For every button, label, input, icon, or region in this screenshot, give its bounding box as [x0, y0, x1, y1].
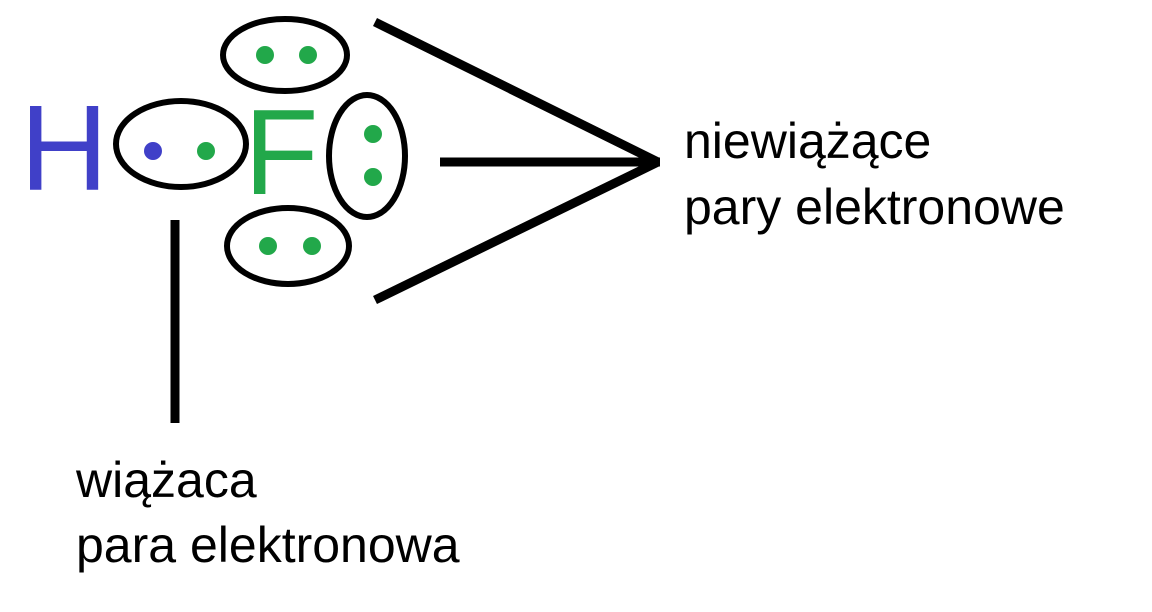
hydrogen-electron	[144, 142, 162, 160]
fluorine-symbol: F	[244, 84, 319, 220]
lone-pair-top-electron	[299, 46, 317, 64]
lone-pair-bottom-electron	[303, 237, 321, 255]
lone-pair-right-electron	[364, 168, 382, 186]
nonbonding-pointer-top	[373, 17, 660, 167]
bonding-label-line2: para elektronowa	[76, 517, 460, 573]
lone-pair-bottom-ellipse	[224, 205, 352, 287]
lone-pair-right-electron	[364, 125, 382, 143]
lone-pair-top-ellipse	[220, 16, 350, 94]
lone-pair-top-electron	[256, 46, 274, 64]
bonding-label-line1: wiążaca	[75, 452, 257, 508]
nonbonding-label-line1: niewiążące	[684, 113, 931, 169]
lone-pair-bottom-electron	[259, 237, 277, 255]
bonding-fluorine-electron	[197, 142, 215, 160]
lone-pair-right-ellipse	[326, 92, 408, 220]
bonding-pair-ellipse	[113, 98, 249, 190]
hydrogen-symbol: H	[20, 80, 108, 216]
nonbonding-label-line2: pary elektronowe	[684, 179, 1065, 235]
nonbonding-pointer-bottom	[373, 157, 660, 305]
